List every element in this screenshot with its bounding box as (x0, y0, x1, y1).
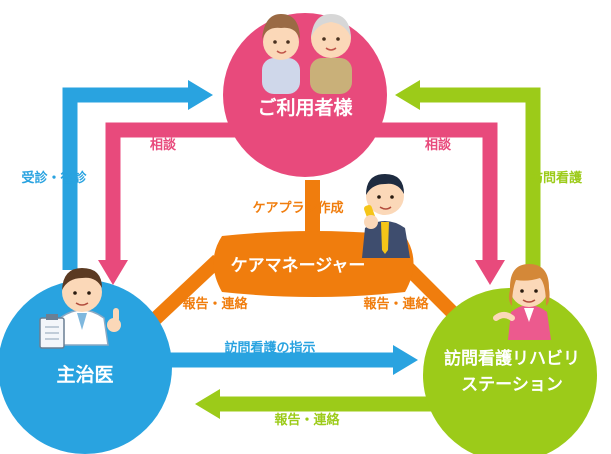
user-label: ご利用者様 (257, 96, 353, 119)
edge-label-care-plan: ケアプラン作成 (252, 200, 343, 216)
node-user (223, 13, 387, 177)
edge-label-station-report-doctor: 報告・連絡 (274, 412, 340, 428)
node-station (423, 288, 597, 454)
edge-label-user-consult-station: 相談 (425, 137, 452, 153)
doctor-label: 主治医 (56, 363, 113, 386)
edge-label-doctor-consult: 受診・往診 (21, 170, 87, 186)
station-label-line2: ステーション (461, 375, 563, 395)
arrow-station-to-doctor (195, 389, 455, 419)
arrow-user-to-doctor (98, 122, 238, 285)
arrow-doctor-to-station (150, 345, 418, 375)
businessman-phone-icon (362, 174, 410, 258)
edge-label-doctor-instruction: 訪問看護の指示 (224, 340, 315, 356)
doctor-icon (39, 268, 121, 349)
edge-label-station-report-cm: 報告・連絡 (363, 296, 429, 312)
care-manager-label: ケアマネージャー (231, 256, 366, 276)
arrow-doctor-to-user (62, 80, 213, 270)
edge-label-station-visit: 訪問看護 (530, 170, 583, 186)
edge-label-user-consult-doctor: 相談 (150, 137, 177, 153)
edge-label-doctor-report-cm: 報告・連絡 (182, 296, 248, 312)
elderly-couple-icon (262, 14, 352, 94)
arrow-station-to-user (395, 80, 541, 278)
station-label-line1: 訪問看護リハビリ (444, 348, 580, 369)
arrow-user-to-station (372, 122, 505, 285)
nurse-icon (493, 264, 551, 340)
